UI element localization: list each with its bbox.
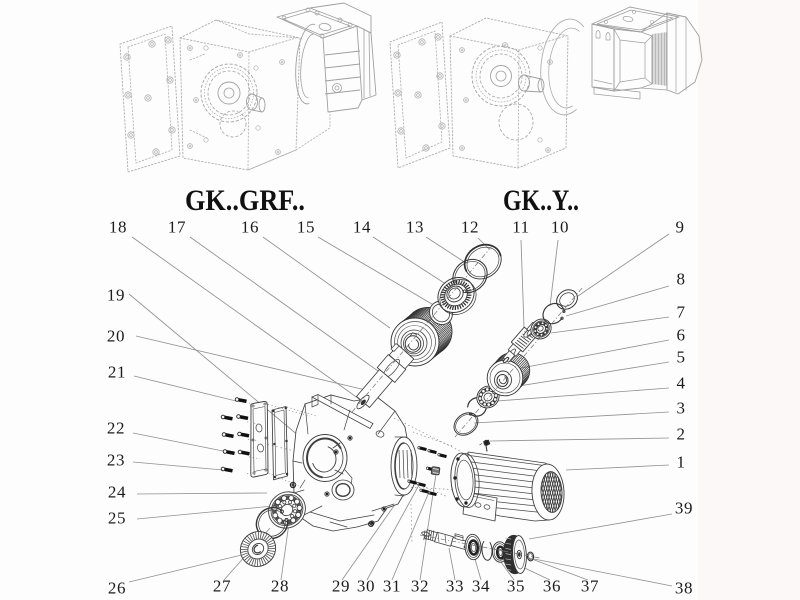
svg-text:29: 29 (332, 577, 350, 596)
svg-text:22: 22 (107, 419, 125, 438)
svg-text:2: 2 (676, 425, 685, 444)
svg-text:25: 25 (108, 509, 126, 528)
svg-text:1: 1 (676, 453, 685, 472)
svg-text:39: 39 (675, 499, 693, 518)
svg-text:26: 26 (108, 579, 126, 598)
svg-text:20: 20 (107, 327, 125, 346)
svg-text:30: 30 (357, 577, 375, 596)
svg-text:13: 13 (406, 218, 424, 237)
svg-text:21: 21 (108, 363, 126, 382)
svg-text:27: 27 (213, 577, 231, 596)
svg-text:3: 3 (676, 399, 685, 418)
svg-text:31: 31 (383, 577, 401, 596)
svg-text:23: 23 (107, 451, 125, 470)
svg-text:8: 8 (676, 270, 685, 289)
svg-text:11: 11 (512, 218, 530, 237)
svg-text:16: 16 (241, 218, 259, 237)
svg-text:14: 14 (353, 218, 371, 237)
svg-text:33: 33 (446, 577, 464, 596)
svg-text:18: 18 (109, 218, 127, 237)
svg-text:34: 34 (472, 577, 490, 596)
svg-text:28: 28 (271, 577, 289, 596)
svg-text:9: 9 (675, 218, 684, 237)
svg-text:37: 37 (581, 577, 599, 596)
svg-text:GK..Y..: GK..Y.. (503, 184, 579, 217)
svg-text:GK..GRF..: GK..GRF.. (185, 184, 305, 217)
svg-text:7: 7 (676, 303, 685, 322)
svg-text:10: 10 (551, 218, 569, 237)
svg-text:6: 6 (676, 326, 685, 345)
svg-text:32: 32 (411, 577, 429, 596)
svg-text:38: 38 (675, 579, 693, 598)
svg-text:12: 12 (461, 218, 479, 237)
svg-text:4: 4 (676, 374, 685, 393)
svg-text:24: 24 (108, 483, 126, 502)
svg-text:35: 35 (507, 577, 525, 596)
svg-text:36: 36 (543, 577, 561, 596)
svg-text:5: 5 (676, 348, 685, 367)
svg-text:17: 17 (168, 218, 186, 237)
svg-text:15: 15 (297, 218, 315, 237)
svg-text:19: 19 (107, 286, 125, 305)
